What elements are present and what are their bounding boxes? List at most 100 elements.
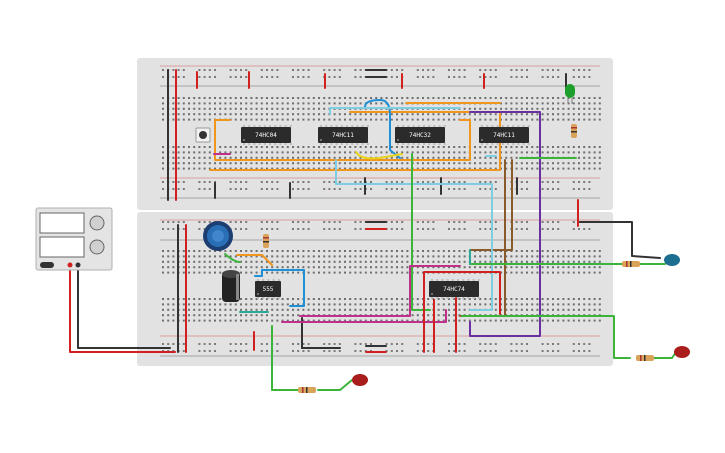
breadboard-hole[interactable] (208, 76, 211, 78)
breadboard-hole[interactable] (203, 266, 206, 269)
breadboard-hole[interactable] (406, 298, 409, 300)
breadboard-hole[interactable] (578, 146, 580, 148)
breadboard-hole[interactable] (562, 271, 565, 274)
breadboard-hole[interactable] (318, 107, 320, 110)
breadboard-hole[interactable] (385, 298, 388, 300)
breadboard-hole[interactable] (463, 113, 466, 116)
breadboard-hole[interactable] (338, 260, 341, 263)
breadboard-hole[interactable] (245, 156, 248, 159)
breadboard-hole[interactable] (427, 118, 430, 121)
breadboard-hole[interactable] (572, 102, 575, 105)
breadboard-hole[interactable] (292, 118, 294, 121)
breadboard-hole[interactable] (333, 76, 336, 78)
breadboard-hole[interactable] (380, 266, 383, 269)
breadboard-hole[interactable] (442, 266, 445, 269)
breadboard-hole[interactable] (552, 181, 554, 183)
breadboard-hole[interactable] (224, 156, 227, 159)
breadboard-hole[interactable] (536, 308, 539, 311)
breadboard-hole[interactable] (208, 167, 211, 170)
breadboard-hole[interactable] (193, 97, 196, 99)
breadboard-hole[interactable] (572, 97, 575, 99)
breadboard-hole[interactable] (479, 162, 482, 165)
breadboard-hole[interactable] (177, 221, 180, 223)
breadboard-hole[interactable] (219, 298, 222, 300)
breadboard-hole[interactable] (182, 303, 185, 306)
breadboard-hole[interactable] (479, 113, 482, 116)
breadboard-hole[interactable] (526, 255, 528, 258)
breadboard-hole[interactable] (505, 298, 508, 300)
breadboard-hole[interactable] (432, 181, 435, 183)
breadboard-hole[interactable] (484, 350, 487, 352)
breadboard-hole[interactable] (271, 266, 274, 269)
breadboard-hole[interactable] (344, 255, 346, 258)
breadboard-hole[interactable] (375, 260, 378, 263)
breadboard-hole[interactable] (214, 167, 216, 170)
breadboard-hole[interactable] (463, 266, 466, 269)
breadboard-hole[interactable] (541, 271, 544, 274)
breadboard-hole[interactable] (380, 167, 383, 170)
breadboard-hole[interactable] (416, 303, 419, 306)
wire-green[interactable] (271, 325, 293, 391)
breadboard-hole[interactable] (484, 319, 487, 322)
breadboard-hole[interactable] (364, 250, 367, 252)
breadboard-hole[interactable] (344, 308, 346, 311)
breadboard-hole[interactable] (437, 151, 440, 154)
breadboard-hole[interactable] (182, 298, 185, 300)
led-green[interactable] (565, 84, 575, 104)
breadboard-hole[interactable] (240, 107, 242, 110)
breadboard-hole[interactable] (463, 250, 466, 252)
breadboard-hole[interactable] (406, 319, 409, 322)
breadboard-hole[interactable] (167, 303, 170, 306)
breadboard-hole[interactable] (520, 76, 523, 78)
breadboard-hole[interactable] (479, 188, 482, 190)
breadboard-hole[interactable] (302, 250, 305, 252)
breadboard-hole[interactable] (463, 343, 466, 345)
breadboard-hole[interactable] (557, 107, 560, 110)
breadboard-hole[interactable] (276, 188, 279, 190)
breadboard-hole[interactable] (489, 97, 492, 99)
breadboard-hole[interactable] (229, 308, 232, 311)
breadboard-hole[interactable] (520, 228, 523, 230)
breadboard-hole[interactable] (281, 255, 284, 258)
breadboard-hole[interactable] (292, 188, 294, 190)
breadboard-hole[interactable] (520, 102, 523, 105)
breadboard-hole[interactable] (453, 228, 456, 230)
breadboard-hole[interactable] (323, 250, 326, 252)
breadboard-hole[interactable] (401, 260, 404, 263)
breadboard-hole[interactable] (188, 113, 190, 116)
breadboard-hole[interactable] (318, 162, 320, 165)
breadboard-hole[interactable] (572, 76, 575, 78)
breadboard-hole[interactable] (588, 97, 591, 99)
breadboard-hole[interactable] (255, 97, 258, 99)
breadboard-hole[interactable] (203, 102, 206, 105)
breadboard-hole[interactable] (396, 228, 398, 230)
breadboard-hole[interactable] (354, 181, 357, 183)
breadboard-hole[interactable] (494, 298, 497, 300)
wire-orange[interactable] (236, 254, 273, 266)
breadboard-hole[interactable] (349, 266, 352, 269)
breadboard-hole[interactable] (552, 118, 554, 121)
wire-green[interactable] (224, 253, 241, 263)
breadboard-hole[interactable] (260, 167, 263, 170)
breadboard-hole[interactable] (427, 266, 430, 269)
breadboard-hole[interactable] (526, 97, 528, 99)
breadboard-hole[interactable] (520, 118, 523, 121)
breadboard-hole[interactable] (422, 250, 424, 252)
breadboard-hole[interactable] (416, 255, 419, 258)
breadboard-hole[interactable] (494, 188, 497, 190)
breadboard-hole[interactable] (541, 107, 544, 110)
breadboard-hole[interactable] (297, 343, 300, 345)
breadboard-hole[interactable] (531, 167, 534, 170)
breadboard-hole[interactable] (344, 97, 346, 99)
breadboard-hole[interactable] (198, 303, 201, 306)
breadboard-hole[interactable] (260, 181, 263, 183)
breadboard-hole[interactable] (281, 97, 284, 99)
breadboard-hole[interactable] (567, 303, 570, 306)
breadboard-hole[interactable] (396, 298, 398, 300)
breadboard-hole[interactable] (401, 255, 404, 258)
breadboard-hole[interactable] (364, 298, 367, 300)
breadboard-hole[interactable] (562, 146, 565, 148)
breadboard-hole[interactable] (302, 181, 305, 183)
breadboard-hole[interactable] (162, 303, 164, 306)
breadboard-hole[interactable] (578, 266, 580, 269)
